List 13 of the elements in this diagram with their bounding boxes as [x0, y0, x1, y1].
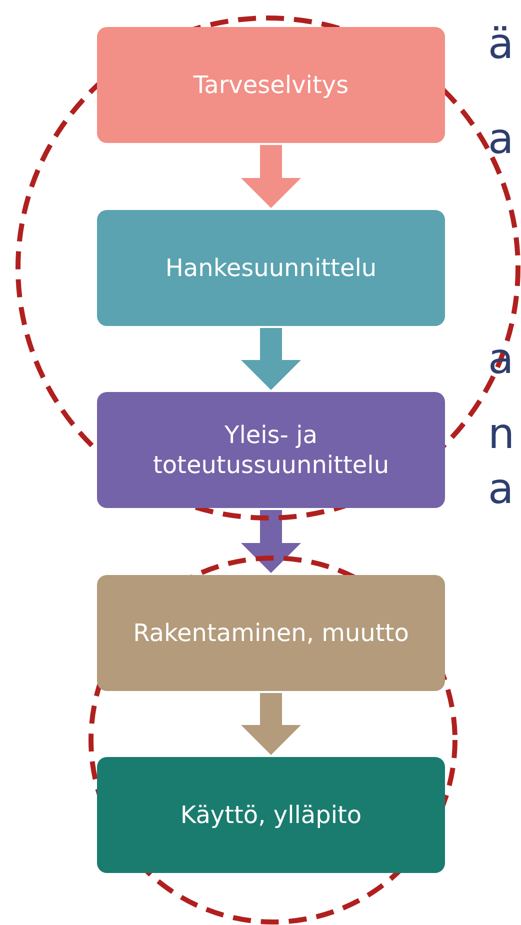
- dashed-circle: [15, 15, 521, 521]
- block-arrow: [241, 145, 301, 208]
- block-arrow: [241, 510, 301, 573]
- partial-letter: a: [488, 465, 514, 513]
- process-box: Hankesuunnittelu: [97, 210, 445, 326]
- partial-letter: ä: [488, 20, 514, 68]
- process-box: Käyttö, ylläpito: [97, 757, 445, 873]
- process-box: Tarveselvitys: [97, 27, 445, 143]
- partial-letter: a: [488, 115, 514, 163]
- partial-letter: n: [488, 410, 515, 458]
- block-arrow: [241, 328, 301, 390]
- block-arrow: [241, 693, 301, 755]
- dashed-circle: [88, 555, 458, 925]
